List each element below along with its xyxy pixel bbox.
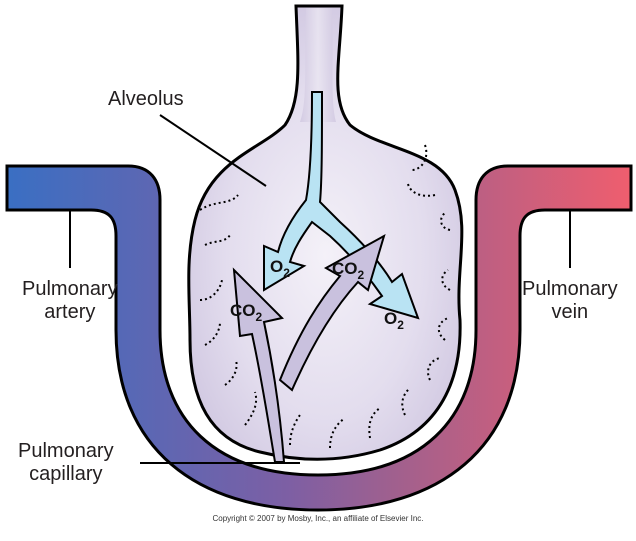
copyright-notice: Copyright © 2007 by Mosby, Inc., an affi… <box>0 514 636 523</box>
capillary-label-line1: Pulmonary <box>18 440 114 463</box>
artery-label-line1: Pulmonary <box>22 278 118 301</box>
capillary-label: Pulmonary capillary <box>18 440 114 486</box>
vein-label-line1: Pulmonary <box>522 278 618 301</box>
artery-label: Pulmonary artery <box>22 278 118 324</box>
alveolus-label: Alveolus <box>108 88 184 111</box>
vein-label-line2: vein <box>522 301 618 324</box>
vein-label: Pulmonary vein <box>522 278 618 324</box>
artery-label-line2: artery <box>22 301 118 324</box>
capillary-label-line2: capillary <box>18 463 114 486</box>
